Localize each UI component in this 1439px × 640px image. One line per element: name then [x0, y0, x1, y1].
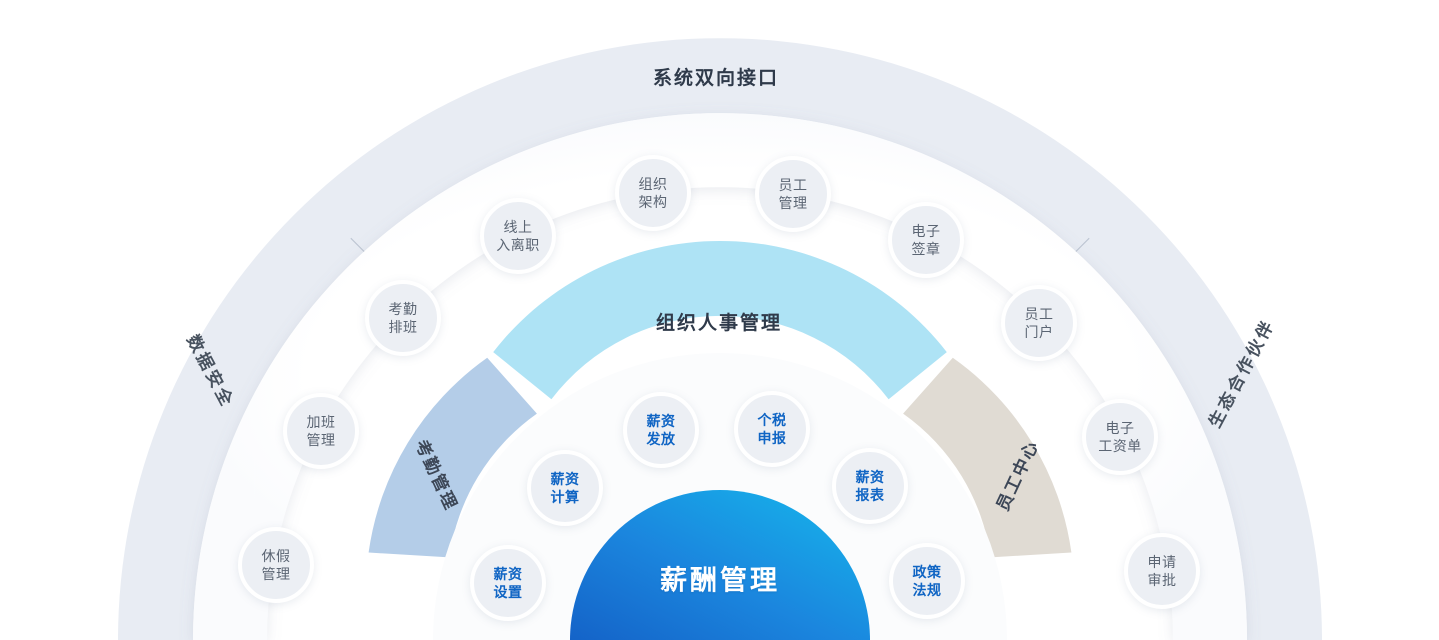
bubble-policy-regulation[interactable]: 政策 法规: [889, 543, 965, 619]
bubble-salary-report[interactable]: 薪资 报表: [832, 448, 908, 524]
white-gap-ring: [193, 113, 1247, 640]
bubble-label: 加班 管理: [306, 414, 336, 448]
arc-section-label-org-hr: 组织人事管理: [656, 313, 783, 334]
bubble-label: 薪资 设置: [493, 566, 523, 600]
bubble-attendance-scheduling[interactable]: 考勤 排班: [365, 280, 441, 356]
bubble-tax-declaration[interactable]: 个税 申报: [734, 391, 810, 467]
bubble-label: 电子 签章: [911, 223, 941, 257]
bubble-org-structure[interactable]: 组织 架构: [615, 155, 691, 231]
bubble-application-approval[interactable]: 申请 审批: [1124, 533, 1200, 609]
outer-section-label-system-interface: 系统双向接口: [653, 68, 780, 89]
bubble-label: 薪资 报表: [855, 469, 885, 503]
bubble-electronic-payslip[interactable]: 电子 工资单: [1082, 399, 1158, 475]
bubble-label: 薪资 发放: [646, 413, 676, 447]
bubble-salary-calculation[interactable]: 薪资 计算: [527, 450, 603, 526]
bubble-label: 员工 管理: [778, 177, 808, 211]
bubble-label: 线上 入离职: [496, 219, 540, 253]
bubble-salary-payment[interactable]: 薪资 发放: [623, 392, 699, 468]
bubble-vacation-management[interactable]: 休假 管理: [238, 527, 314, 603]
bubble-label: 员工 门户: [1024, 306, 1054, 340]
bubble-electronic-seal[interactable]: 电子 签章: [888, 202, 964, 278]
bubble-label: 休假 管理: [261, 548, 291, 582]
bubble-label: 政策 法规: [912, 564, 942, 598]
bubble-salary-settings[interactable]: 薪资 设置: [470, 545, 546, 621]
bubble-label: 电子 工资单: [1098, 420, 1142, 454]
bubble-label: 个税 申报: [757, 412, 787, 446]
center-label: 薪酬管理: [660, 565, 780, 596]
center-hub: [570, 490, 870, 640]
bubble-label: 组织 架构: [638, 176, 668, 210]
bubble-overtime-management[interactable]: 加班 管理: [283, 393, 359, 469]
bubble-online-onboarding[interactable]: 线上 入离职: [480, 198, 556, 274]
bubble-label: 申请 审批: [1147, 554, 1177, 588]
bubble-employee-portal[interactable]: 员工 门户: [1001, 285, 1077, 361]
inner-white-disc: [433, 353, 1007, 640]
category-arc-band: [368, 240, 1072, 558]
bubble-label: 薪资 计算: [550, 471, 580, 505]
bubble-label: 考勤 排班: [388, 301, 418, 335]
bubble-employee-management[interactable]: 员工 管理: [755, 156, 831, 232]
